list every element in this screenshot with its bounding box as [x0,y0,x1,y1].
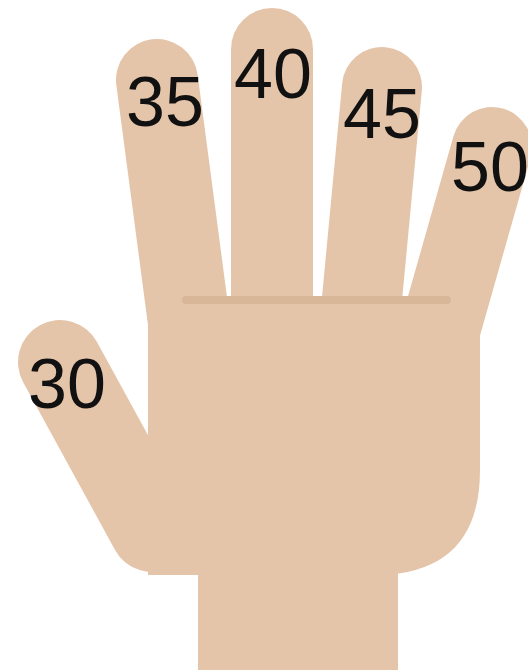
finger-number: 45 [343,79,421,149]
finger-number: 35 [126,67,204,137]
palm-crease [186,296,447,304]
finger-number: 30 [28,349,106,419]
finger-number: 40 [234,39,312,109]
finger-number: 50 [451,132,528,202]
